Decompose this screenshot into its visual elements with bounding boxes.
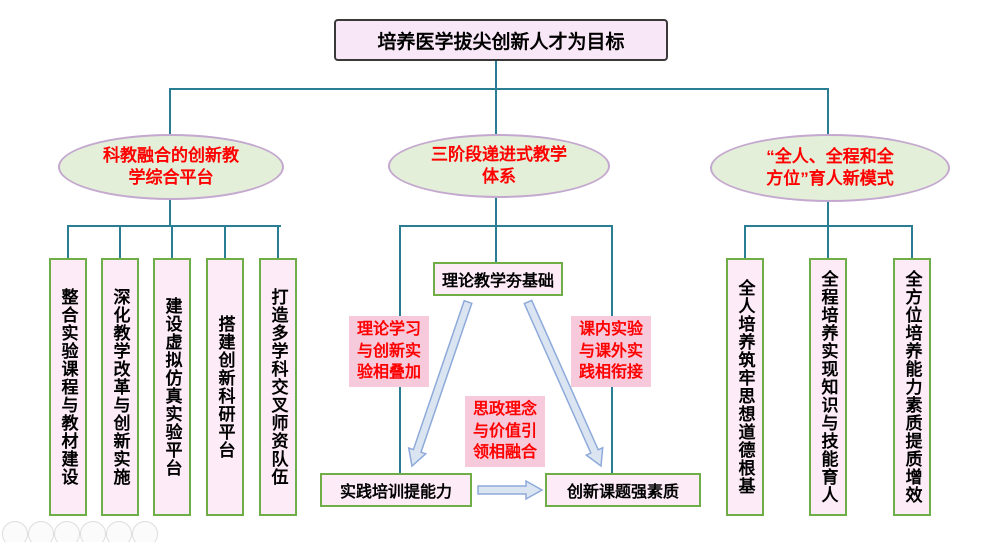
connector-line xyxy=(911,227,913,258)
connector-line xyxy=(827,90,829,134)
annotation-theory-innovation: 理论学习 与创新实 验相叠加 xyxy=(349,316,429,387)
connector-line xyxy=(224,227,226,258)
watermark-circle-icon xyxy=(28,521,54,542)
watermark-circle-icon xyxy=(80,521,106,542)
connector-line xyxy=(744,227,746,258)
innovation-project-box: 创新课题强素质 xyxy=(545,473,701,507)
left-item-text-2: 深化教学改革与创新实施 xyxy=(110,288,130,486)
connector-line xyxy=(827,227,829,258)
branch-ellipse-education-model-label: “全人、全程和全 方位”育人新模式 xyxy=(766,146,894,188)
connector-line xyxy=(119,227,121,258)
connector-line xyxy=(495,227,497,263)
annotation-inclass-outclass: 课内实验 与课外实 践相衔接 xyxy=(571,316,651,387)
left-item-box-3: 建设虚拟仿真实验平台 xyxy=(153,258,191,516)
left-item-box-2: 深化教学改革与创新实施 xyxy=(101,258,139,516)
left-item-text-5: 打造多学科交叉师资队伍 xyxy=(268,288,288,486)
left-item-text-1: 整合实验课程与教材建设 xyxy=(58,288,78,486)
connector-line xyxy=(399,225,613,227)
connector-line xyxy=(495,90,497,134)
theory-teaching-text: 理论教学夯基础 xyxy=(441,273,554,290)
branch-ellipse-teaching-system: 三阶段递进式教学 体系 xyxy=(388,134,610,198)
arrow-right-icon xyxy=(477,479,544,501)
right-item-box-1: 全人培养筑牢思想道德根基 xyxy=(726,258,764,516)
left-item-box-5: 打造多学科交叉师资队伍 xyxy=(259,258,297,516)
connector-line xyxy=(169,90,171,134)
left-item-text-4: 搭建创新科研平台 xyxy=(215,315,235,459)
connector-line xyxy=(277,227,279,258)
watermark-circle-icon xyxy=(54,521,80,542)
connector-line xyxy=(67,227,69,258)
left-item-box-4: 搭建创新科研平台 xyxy=(206,258,244,516)
watermark-circle-icon xyxy=(2,521,28,542)
theory-teaching-box: 理论教学夯基础 xyxy=(433,262,563,296)
connector-line xyxy=(495,57,497,88)
right-item-text-2: 全程培养实现知识与技能育人 xyxy=(818,270,838,504)
right-item-text-3: 全方位培养能力素质提质增效 xyxy=(902,270,922,504)
right-item-text-1: 全人培养筑牢思想道德根基 xyxy=(735,279,755,495)
connector-line xyxy=(171,227,173,258)
branch-ellipse-platform-label: 科教融合的创新教 学综合平台 xyxy=(103,145,239,187)
right-item-box-3: 全方位培养能力素质提质增效 xyxy=(893,258,931,516)
connector-line xyxy=(495,192,497,226)
watermark-circle-icon xyxy=(106,521,132,542)
connector-line xyxy=(827,194,829,226)
connector-line xyxy=(169,88,829,90)
connector-line xyxy=(67,225,281,227)
connector-line xyxy=(744,225,913,227)
goal-title-text: 培养医学拔尖创新人才为目标 xyxy=(377,31,625,53)
branch-ellipse-education-model: “全人、全程和全 方位”育人新模式 xyxy=(710,134,950,202)
branch-ellipse-teaching-system-label: 三阶段递进式教学 体系 xyxy=(431,144,567,186)
connector-line xyxy=(169,194,171,226)
innovation-project-text: 创新课题强素质 xyxy=(566,484,679,501)
branch-ellipse-platform: 科教融合的创新教 学综合平台 xyxy=(58,134,284,200)
annotation-ideology-values: 思政理念 与价值引 领相融合 xyxy=(465,396,545,467)
practice-training-text: 实践培训提能力 xyxy=(339,484,452,501)
right-item-box-2: 全程培养实现知识与技能育人 xyxy=(809,258,847,516)
left-item-text-3: 建设虚拟仿真实验平台 xyxy=(162,297,182,477)
left-item-box-1: 整合实验课程与教材建设 xyxy=(49,258,87,516)
practice-training-box: 实践培训提能力 xyxy=(320,473,472,507)
goal-title-box: 培养医学拔尖创新人才为目标 xyxy=(334,19,668,61)
watermark-circle-icon xyxy=(132,521,158,542)
